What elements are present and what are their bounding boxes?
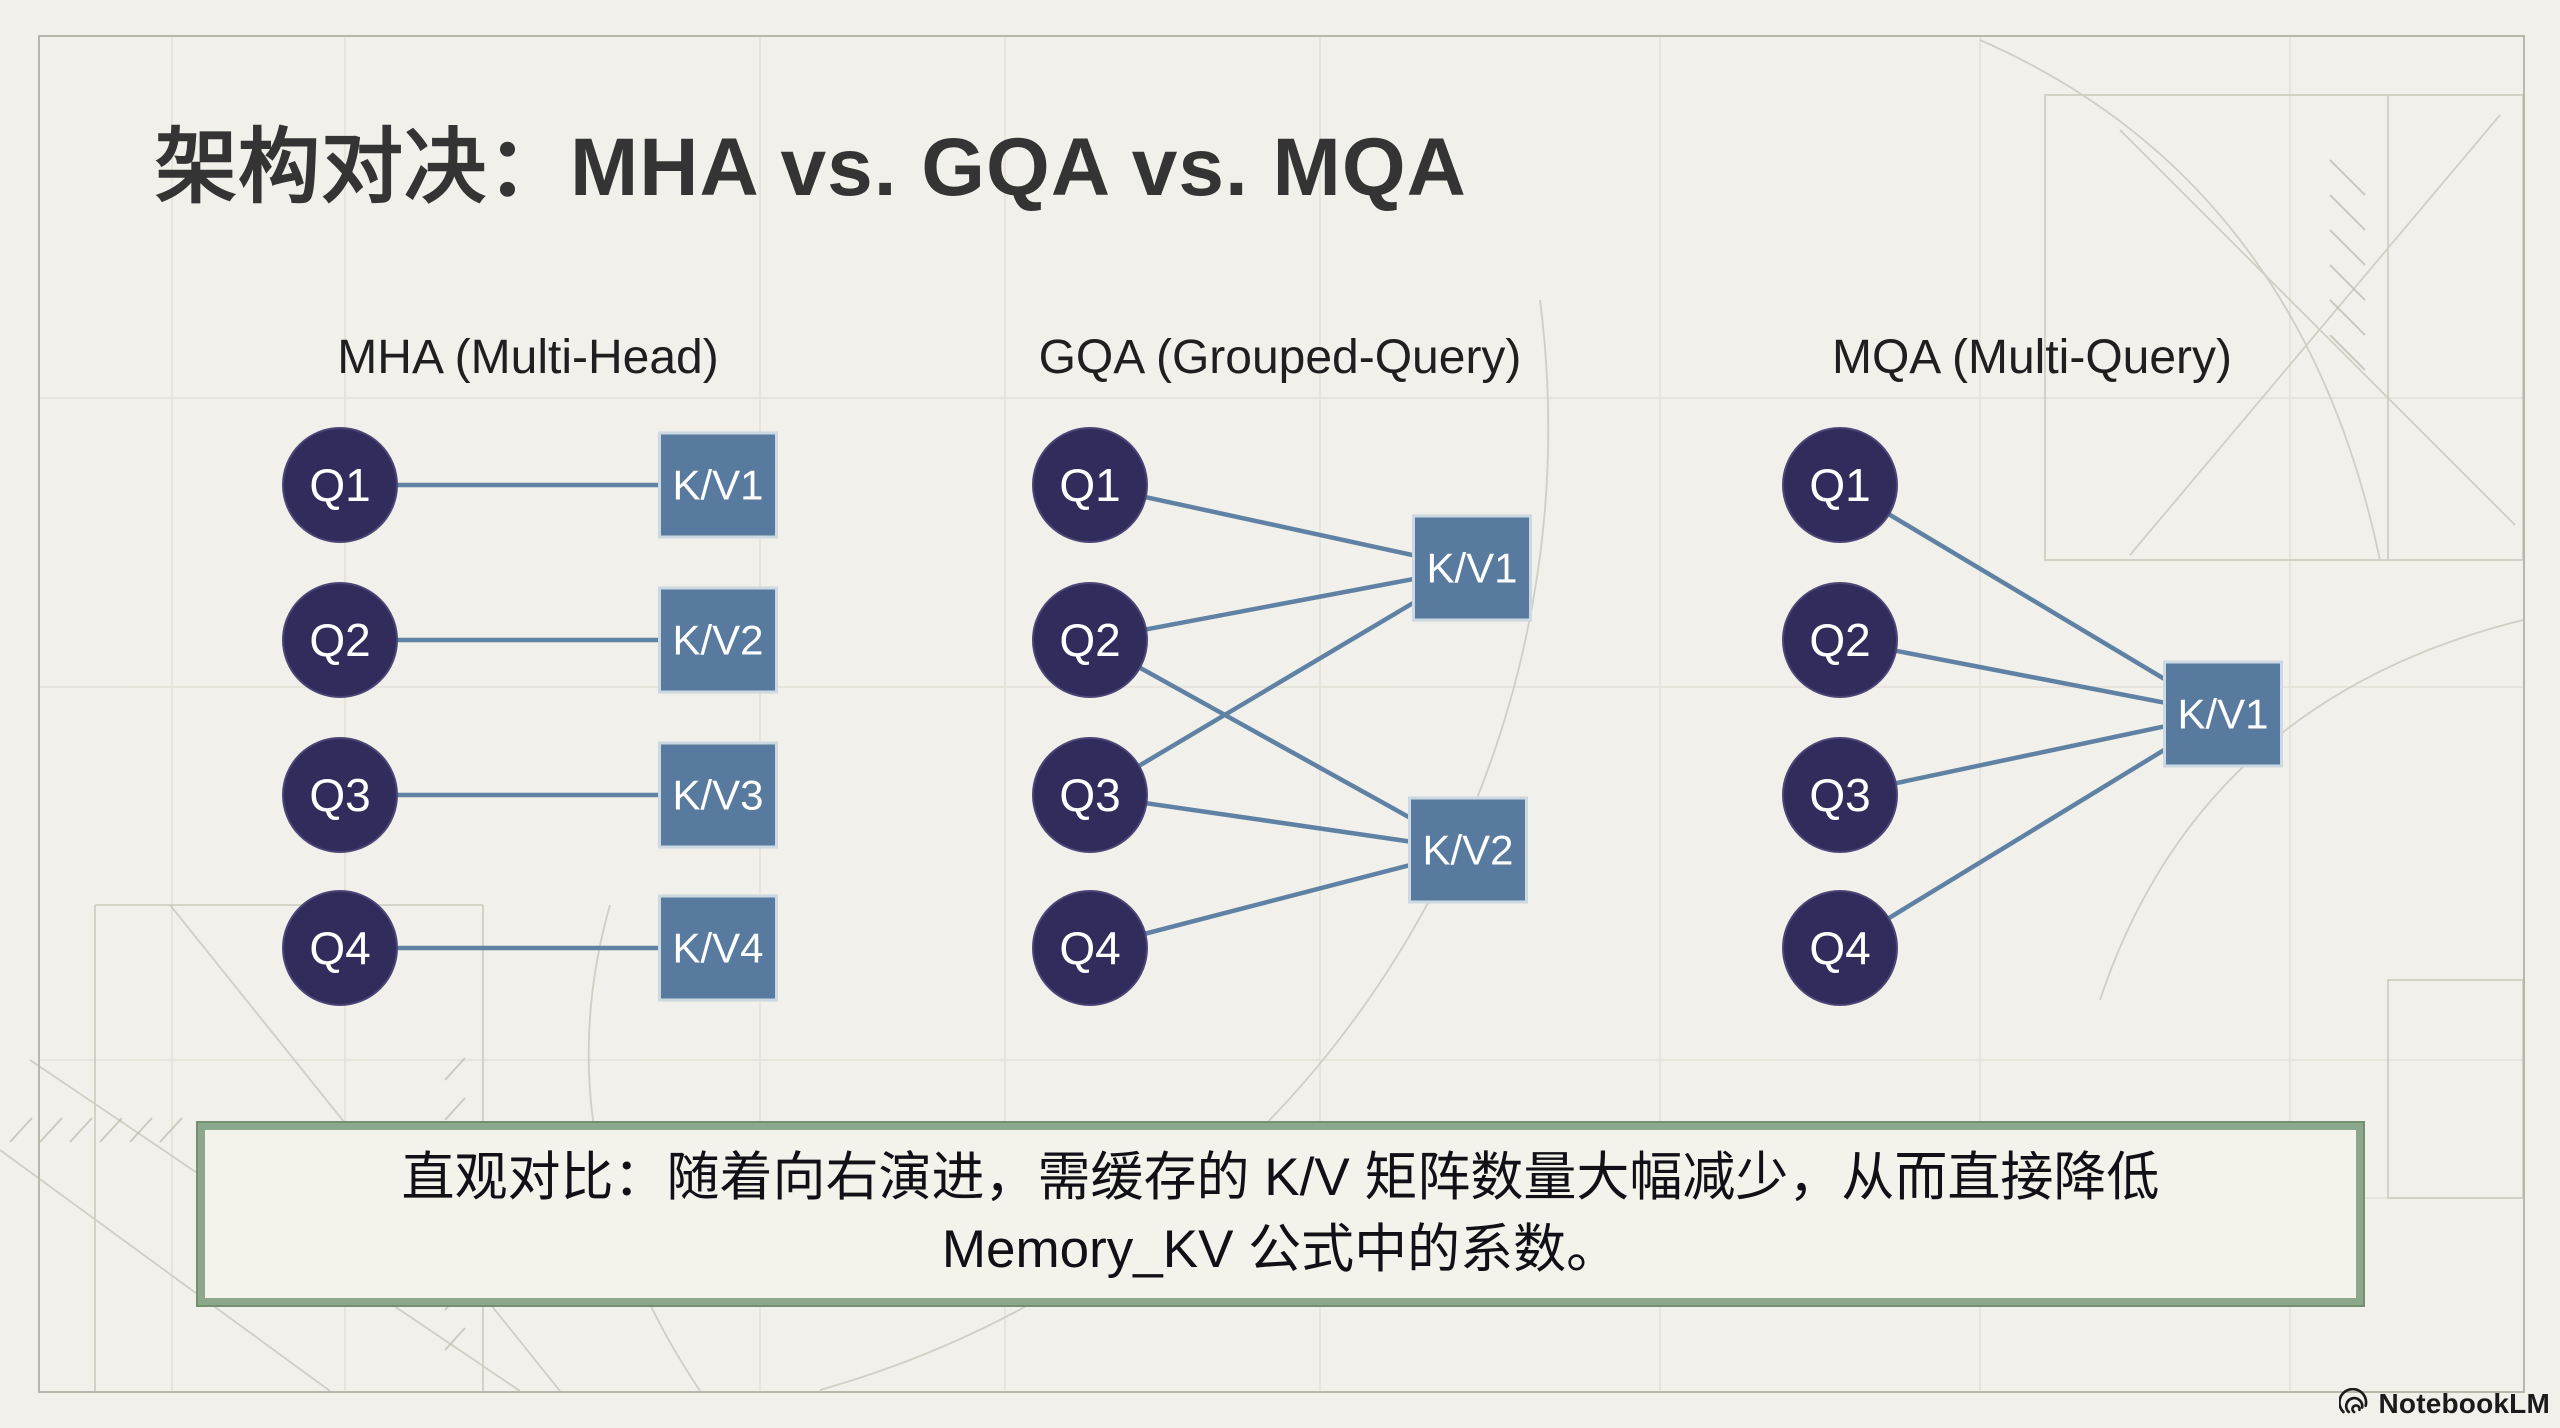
mha-kv-node-K/V1	[658, 431, 778, 539]
mqa-query-node-Q2	[1782, 582, 1898, 698]
mha-query-node-Q1	[282, 427, 398, 543]
mha-kv-node-K/V3	[658, 741, 778, 849]
mqa-query-node-Q4	[1782, 890, 1898, 1006]
gqa-kv-label-K/V2: K/V2	[1422, 827, 1513, 874]
mha-query-node-Q4	[282, 890, 398, 1006]
gqa-query-node-Q1	[1032, 427, 1148, 543]
gqa-query-label-Q4: Q4	[1059, 922, 1120, 974]
mha-kv-label-K/V4: K/V4	[672, 925, 763, 972]
gqa-query-label-Q1: Q1	[1059, 459, 1120, 511]
mha-query-node-Q3	[282, 737, 398, 853]
gqa-edge-Q4-K/V2	[1089, 847, 1469, 951]
gqa-edge-Q2-K/V1	[1089, 565, 1473, 643]
caption-line-2: Memory_KV 公式中的系数。	[941, 1220, 1620, 1279]
mqa-query-node-Q3	[1782, 737, 1898, 853]
mha-query-label-Q3: Q3	[309, 769, 370, 821]
notebooklm-label: NotebookLM	[2378, 1388, 2550, 1419]
gqa-kv-node-K/V2	[1408, 796, 1528, 904]
mqa-kv-node-K/V1	[2163, 660, 2283, 768]
column-header-mha: MHA (Multi-Head)	[337, 331, 719, 384]
mqa-edge-Q1-K/V1	[1838, 483, 2225, 716]
mqa-query-label-Q3: Q3	[1809, 769, 1870, 821]
caption-box: 直观对比：随着向右演进，需缓存的 K/V 矩阵数量大幅减少，从而直接降低 Mem…	[196, 1121, 2365, 1307]
mqa-edge-Q2-K/V1	[1839, 637, 2224, 717]
mha-query-label-Q2: Q2	[309, 614, 370, 666]
gqa-edge-Q1-K/V1	[1089, 482, 1473, 571]
notebooklm-icon	[2339, 1388, 2368, 1414]
gqa-edge-Q3-K/V1	[1088, 566, 1474, 797]
mqa-edge-Q3-K/V1	[1839, 711, 2224, 798]
page-title: 架构对决：MHA vs. GQA vs. MQA	[155, 122, 1467, 213]
gqa-kv-node-K/V1	[1412, 514, 1532, 622]
mqa-query-label-Q4: Q4	[1809, 922, 1870, 974]
mha-query-label-Q1: Q1	[309, 459, 370, 511]
mqa-query-label-Q2: Q2	[1809, 614, 1870, 666]
column-header-mqa: MQA (Multi-Query)	[1831, 331, 2233, 384]
gqa-query-node-Q3	[1032, 737, 1148, 853]
mha-kv-node-K/V4	[658, 894, 778, 1002]
mha-kv-label-K/V1: K/V1	[672, 462, 763, 509]
gqa-query-label-Q3: Q3	[1059, 769, 1120, 821]
caption-line-1: 直观对比：随着向右演进，需缓存的 K/V 矩阵数量大幅减少，从而直接降低	[401, 1148, 2160, 1207]
column-header-gqa: GQA (Grouped-Query)	[1038, 331, 1522, 384]
mha-query-node-Q2	[282, 582, 398, 698]
mha-query-label-Q4: Q4	[309, 922, 370, 974]
mha-kv-node-K/V2	[658, 586, 778, 694]
gqa-query-node-Q4	[1032, 890, 1148, 1006]
gqa-query-node-Q2	[1032, 582, 1148, 698]
gqa-edge-Q3-K/V2	[1089, 792, 1469, 853]
mqa-edge-Q4-K/V1	[1838, 712, 2225, 950]
gqa-edge-Q2-K/V2	[1088, 638, 1470, 852]
mqa-query-node-Q1	[1782, 427, 1898, 543]
mha-kv-label-K/V2: K/V2	[672, 617, 763, 664]
gqa-kv-label-K/V1: K/V1	[1426, 545, 1517, 592]
mqa-query-label-Q1: Q1	[1809, 459, 1870, 511]
gqa-query-label-Q2: Q2	[1059, 614, 1120, 666]
mqa-kv-label-K/V1: K/V1	[2177, 691, 2268, 738]
mha-kv-label-K/V3: K/V3	[672, 772, 763, 819]
notebooklm-logo: NotebookLM	[2339, 1388, 2550, 1420]
